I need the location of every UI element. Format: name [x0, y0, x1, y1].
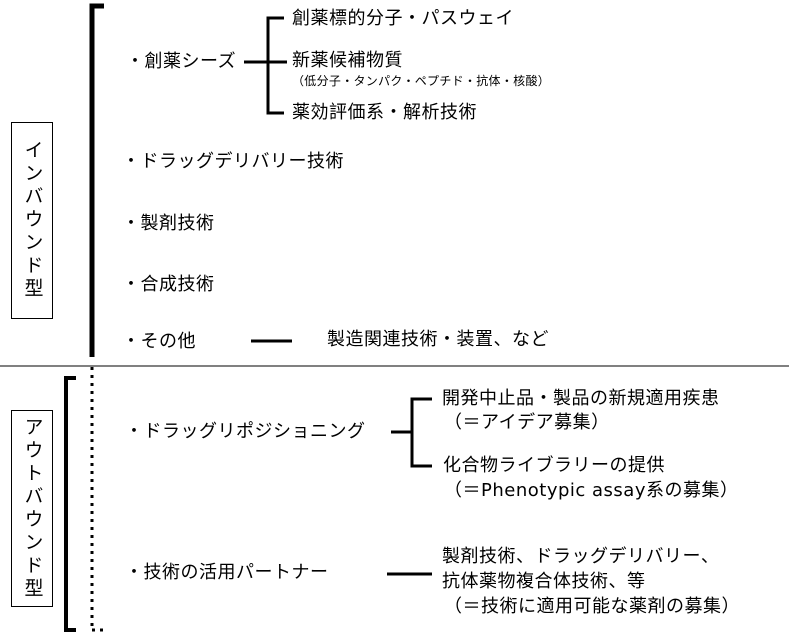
inbound-label: インバウンド型 [21, 140, 44, 301]
repo-first-note: （＝アイデア募集） [444, 412, 610, 433]
seeds-branch [266, 16, 284, 115]
outbound-label-box: アウトバウンド型 [11, 410, 53, 607]
seeds-candidate: 新薬候補物質 [292, 50, 403, 71]
repo-first-line: 開発中止品・製品の新規適用疾患 [442, 388, 720, 409]
item-repositioning: ・ドラッグリポジショニング [125, 421, 366, 442]
inbound-bracket [89, 3, 104, 357]
item-other-detail: 製造関連技術・装置、など [327, 329, 549, 350]
seeds-target: 創薬標的分子・パスウェイ [292, 8, 514, 29]
item-other: ・その他 [122, 331, 196, 352]
item-partner: ・技術の活用パートナー [125, 562, 329, 583]
inbound-label-box: インバウンド型 [11, 122, 53, 319]
item-drug-seeds: ・創薬シーズ [126, 51, 237, 72]
seeds-candidate-note: （低分子・タンパク・ペプチド・抗体・核酸） [292, 74, 551, 88]
partner-line2: 抗体薬物複合体技術、等 [442, 571, 646, 592]
item-formulation: ・製剤技術 [122, 213, 215, 234]
outbound-label: アウトバウンド型 [21, 416, 44, 601]
repo-second-note: （＝Phenotypic assay系の募集） [444, 480, 739, 501]
seeds-evaluation: 薬効評価系・解析技術 [292, 102, 477, 123]
item-synthesis: ・合成技術 [122, 274, 215, 295]
item-dds: ・ドラッグデリバリー技術 [122, 151, 344, 172]
repo-second-line: 化合物ライブラリーの提供 [443, 455, 665, 476]
repo-branch [410, 397, 432, 468]
outbound-bracket [64, 376, 76, 632]
partner-line3: （＝技術に適用可能な薬剤の募集） [444, 596, 740, 617]
partner-line1: 製剤技術、ドラッグデリバリー、 [442, 546, 720, 567]
